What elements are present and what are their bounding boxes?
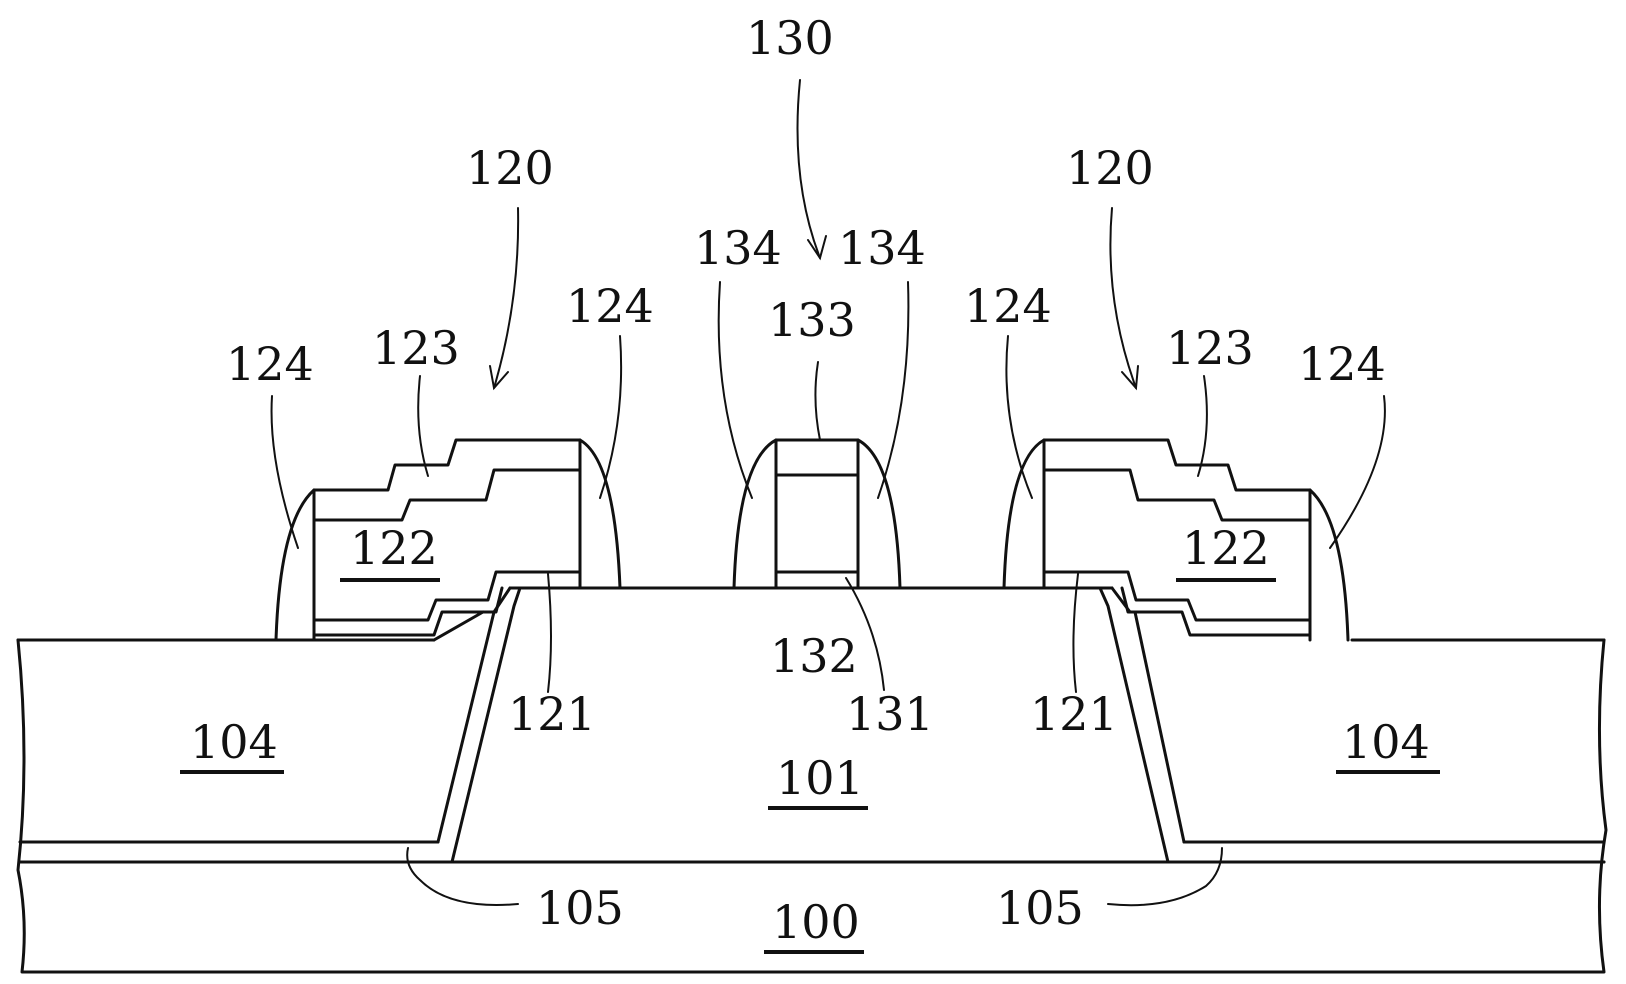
label-131: 131	[846, 687, 934, 741]
label-133: 133	[768, 293, 856, 347]
label-105-left: 105	[536, 881, 624, 935]
label-122-right: 122	[1182, 521, 1270, 575]
label-130: 130	[746, 11, 834, 65]
gate-stack-130-center	[732, 438, 902, 590]
active-region-101	[492, 586, 1132, 614]
isolation-region-104-left	[16, 610, 496, 844]
isolation-region-104-right	[1133, 610, 1606, 844]
label-124-right-inner: 124	[964, 279, 1052, 333]
label-121-right: 121	[1030, 687, 1118, 741]
gate-stack-120-left	[274, 438, 622, 642]
leader-lines	[270, 79, 1386, 907]
label-121-left: 121	[508, 687, 596, 741]
label-105-right: 105	[996, 881, 1084, 935]
label-104-right: 104	[1342, 715, 1430, 769]
liner-105	[18, 586, 1606, 864]
reference-labels: 130 120 120 134 134 124 133 124 123 123 …	[180, 11, 1440, 954]
label-123-right: 123	[1166, 321, 1254, 375]
label-120-left: 120	[466, 141, 554, 195]
label-132: 132	[770, 629, 858, 683]
label-124-right-outer: 124	[1298, 337, 1386, 391]
label-100: 100	[772, 895, 860, 949]
label-124-left-outer: 124	[226, 337, 314, 391]
label-123-left: 123	[372, 321, 460, 375]
label-104-left: 104	[190, 715, 278, 769]
label-122-left: 122	[350, 521, 438, 575]
label-124-left-inner: 124	[566, 279, 654, 333]
label-134-right: 134	[838, 221, 926, 275]
label-120-right: 120	[1066, 141, 1154, 195]
gate-stack-120-right	[1002, 438, 1350, 642]
label-134-left: 134	[694, 221, 782, 275]
label-101: 101	[776, 751, 864, 805]
